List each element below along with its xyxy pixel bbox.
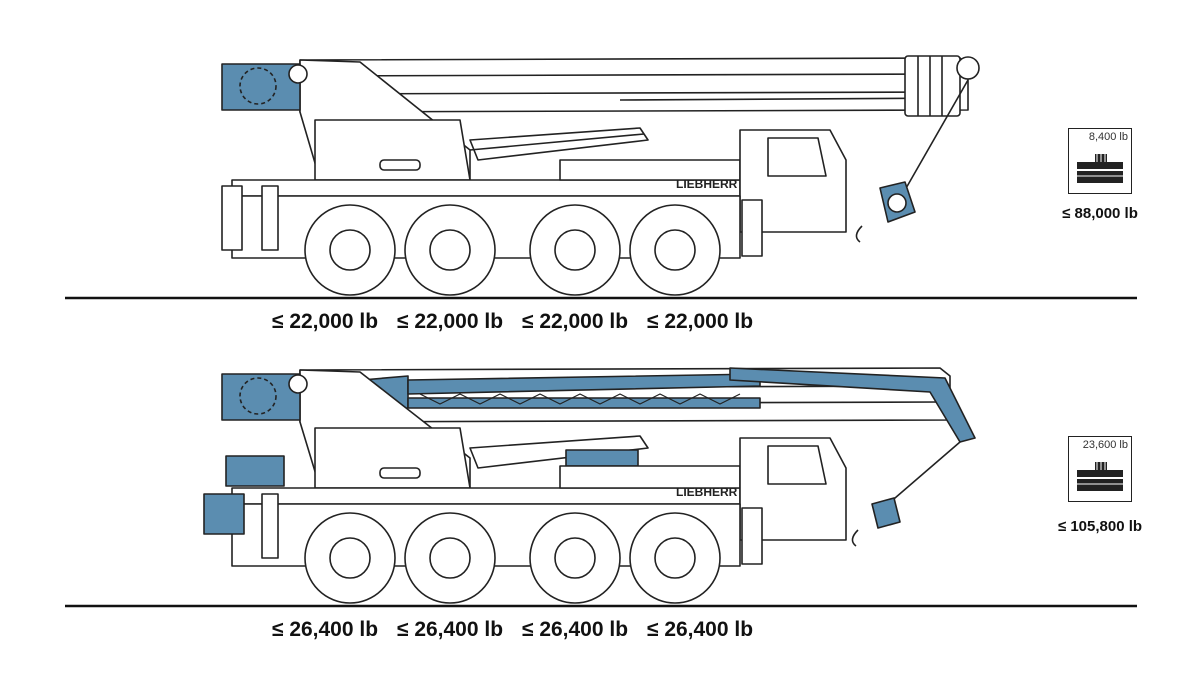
crane-drawing-2: LIEBHERR	[65, 367, 1137, 608]
counterweight-icon	[1077, 462, 1123, 491]
crane-config-1: LIEBHERR ≤ 22,000 lb ≤ 22,000 lb ≤ 22,00…	[0, 0, 1200, 333]
hook-block	[855, 79, 969, 243]
brand-logo: LIEBHERR	[676, 485, 738, 499]
crane-drawing-1: LIEBHERR	[65, 55, 1137, 300]
rear-block	[221, 63, 301, 111]
counterweight-label: 8,400 lb	[1088, 131, 1128, 143]
hook-block	[851, 441, 961, 547]
wheels	[304, 512, 721, 604]
axle-load-1: ≤ 26,400 lb	[271, 618, 379, 641]
counterweight-icon	[1077, 154, 1123, 183]
axle-load-2: ≤ 22,000 lb	[396, 310, 504, 333]
counterweight-box: 23,600 lb	[1068, 436, 1132, 502]
boom-head	[904, 55, 980, 117]
crane-config-2: LIEBHERR ≤ 26,400 lb ≤ 26,400 lb ≤ 26,40…	[0, 308, 1200, 641]
counterweight-label: 23,600 lb	[1082, 439, 1128, 451]
axle-load-3: ≤ 22,000 lb	[521, 310, 629, 333]
brand-logo: LIEBHERR	[676, 177, 738, 191]
total-weight: ≤ 88,000 lb	[1062, 205, 1138, 222]
total-weight: ≤ 105,800 lb	[1057, 518, 1143, 535]
axle-load-4: ≤ 26,400 lb	[646, 618, 754, 641]
axle-load-4: ≤ 22,000 lb	[646, 310, 754, 333]
axle-load-3: ≤ 26,400 lb	[521, 618, 629, 641]
wheels	[304, 204, 721, 296]
axle-load-1: ≤ 22,000 lb	[271, 310, 379, 333]
axle-load-2: ≤ 26,400 lb	[396, 618, 504, 641]
counterweight-box: 8,400 lb	[1068, 128, 1132, 194]
extra-counterweight	[225, 455, 285, 487]
carrier-frame	[231, 179, 741, 197]
